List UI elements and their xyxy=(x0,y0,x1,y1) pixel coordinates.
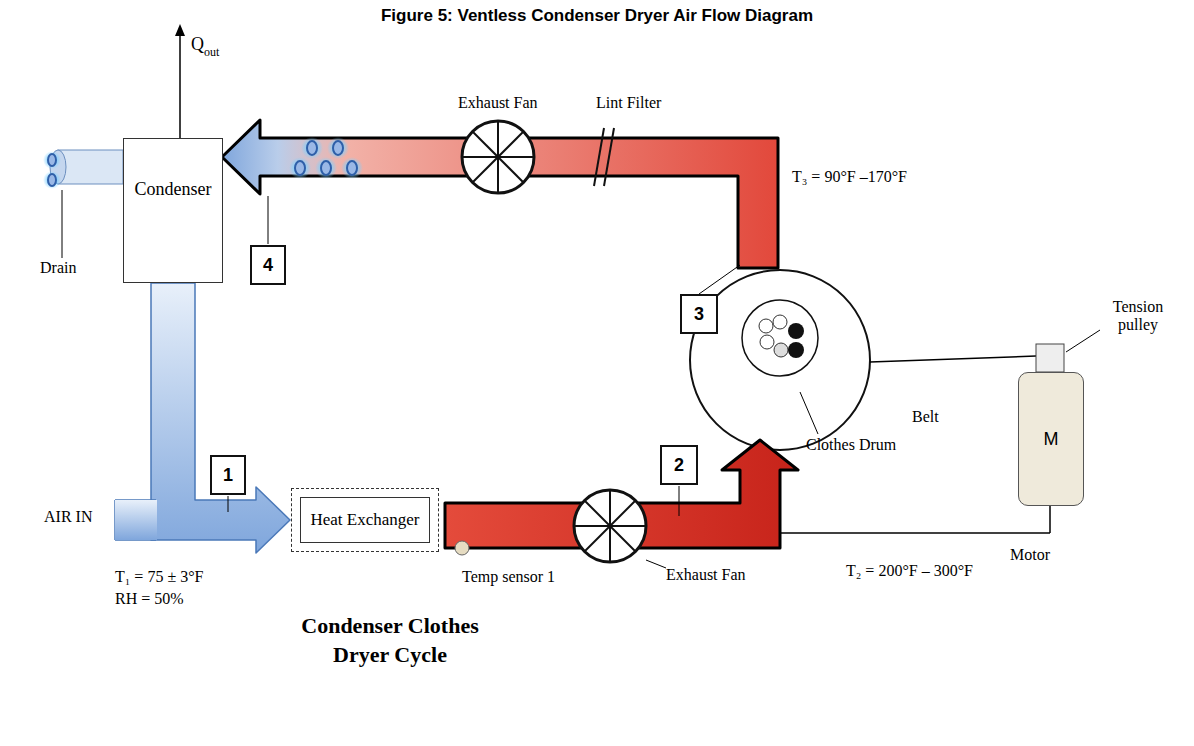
belt xyxy=(870,356,1036,362)
part-label: Belt xyxy=(912,408,939,426)
node-text: 4 xyxy=(263,255,273,276)
temp-sensor xyxy=(455,541,469,555)
tension-pulley xyxy=(1036,344,1064,372)
part-label: out xyxy=(204,46,219,60)
part-label: T₂ = 200°F – 300°F xyxy=(846,562,973,580)
part-label: Motor xyxy=(1010,546,1050,564)
figure-caption: Condenser Clothes Dryer Cycle xyxy=(280,612,500,669)
part-label: Lint Filter xyxy=(596,94,661,112)
exhaust-fan-top xyxy=(462,121,534,193)
callout-number: 2 xyxy=(660,445,698,485)
part-label: Exhaust Fan xyxy=(666,566,746,584)
condenser-box: Condenser xyxy=(123,138,223,283)
figure-title: Figure 5: Ventless Condenser Dryer Air F… xyxy=(0,6,1194,26)
node-text: 3 xyxy=(694,304,704,325)
heat-out-head xyxy=(175,24,185,36)
drain-pipe xyxy=(58,150,123,184)
part-label: AIR IN xyxy=(44,508,92,526)
callout-2-leader xyxy=(679,486,680,516)
air-flow-connector xyxy=(151,283,290,553)
fan-leader xyxy=(646,560,666,568)
node-text: M xyxy=(1044,429,1059,450)
exhaust-fan-bottom xyxy=(574,490,646,562)
node-text: 2 xyxy=(674,455,684,476)
drain-leader xyxy=(62,190,63,258)
air-in-arrow xyxy=(115,500,157,540)
callout-number: 4 xyxy=(250,245,286,285)
part-label: Drain xyxy=(40,259,76,277)
air-flow-arrow xyxy=(151,283,290,553)
part-label: Exhaust Fan xyxy=(458,94,538,112)
drum-leader xyxy=(800,392,818,434)
part-label: T₁ = 75 ± 3°F xyxy=(115,568,203,586)
callout-1-leader xyxy=(228,496,229,512)
node-text: 1 xyxy=(223,465,233,486)
motor-shaft-line xyxy=(780,532,1050,534)
motor-box: M xyxy=(1018,372,1084,506)
callout-number: 3 xyxy=(680,294,718,334)
heat-out-arrow xyxy=(179,34,181,138)
part-label: T₃ = 90°F –170°F xyxy=(792,168,907,186)
pulley-leader xyxy=(1066,330,1100,352)
lint-filter xyxy=(594,128,614,186)
part-label: RH = 50% xyxy=(115,590,184,608)
exhaust-duct xyxy=(222,120,778,268)
callout-number: 1 xyxy=(210,455,246,495)
callout-4-leader xyxy=(268,196,269,244)
heat-exchanger-box: Heat Exchanger xyxy=(300,497,430,543)
part-label: Q xyxy=(191,34,204,55)
water-droplets xyxy=(289,137,363,179)
node-text: Heat Exchanger xyxy=(310,510,419,530)
part-label: Tension pulley xyxy=(1098,298,1178,335)
node-text: Condenser xyxy=(135,179,212,200)
part-label: Clothes Drum xyxy=(806,436,896,454)
part-label: Temp sensor 1 xyxy=(462,568,555,586)
motor-shaft-line xyxy=(1049,506,1051,533)
